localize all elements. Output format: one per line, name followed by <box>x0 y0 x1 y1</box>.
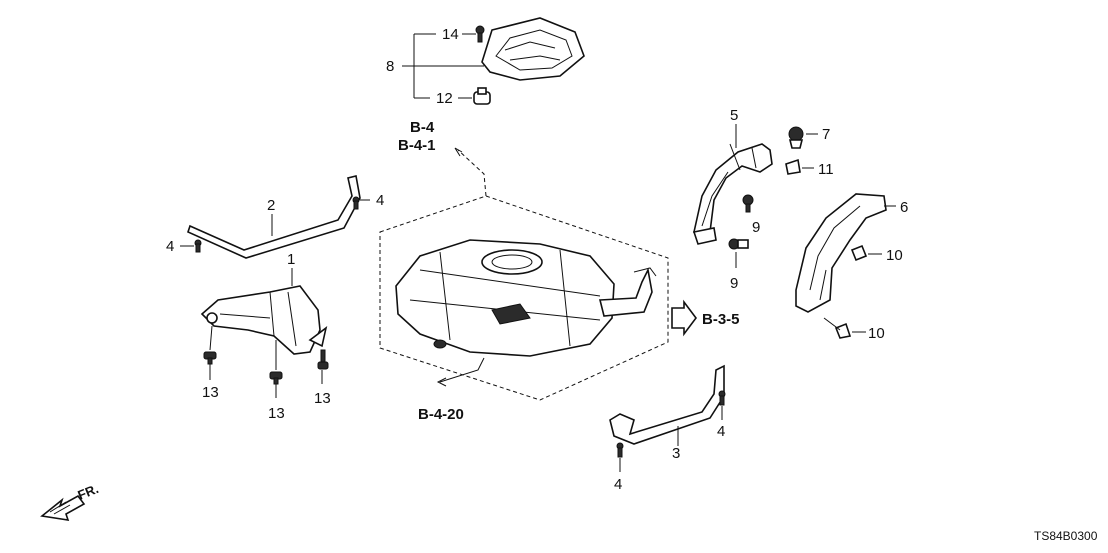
bolt-4-a <box>194 239 202 253</box>
bolt-4-d <box>616 442 624 458</box>
cap-7 <box>788 126 804 149</box>
callout-7: 7 <box>822 126 830 143</box>
callout-6: 6 <box>900 199 908 216</box>
callout-10-b: 10 <box>868 325 885 342</box>
callout-1: 1 <box>287 251 295 268</box>
filler-pipe-part-5 <box>692 143 773 245</box>
tank-boundary-box <box>379 195 669 401</box>
tank-strap-part-2 <box>187 175 361 259</box>
callout-5: 5 <box>730 107 738 124</box>
tank-strap-part-3 <box>609 364 725 445</box>
ref-b-3-5: B-3-5 <box>702 311 740 328</box>
filler-shield-part-6 <box>795 193 887 313</box>
bolt-14 <box>475 25 485 43</box>
callout-9-a: 9 <box>752 219 760 236</box>
clip-11 <box>785 158 801 175</box>
ref-b-4-20: B-4-20 <box>418 406 464 423</box>
bolt-9-b <box>728 238 749 250</box>
ref-b-4: B-4 <box>410 119 435 136</box>
bolt-13-a <box>203 351 217 365</box>
bolt-13-c <box>317 349 329 370</box>
callout-4-a: 4 <box>166 238 174 255</box>
grommet-12 <box>473 87 491 105</box>
fuel-tank <box>395 239 657 357</box>
bolt-13-b <box>269 371 283 385</box>
callout-4-b: 4 <box>376 192 384 209</box>
front-label: FR. <box>76 481 101 503</box>
clip-10-a <box>850 244 868 262</box>
front-arrow-icon <box>40 494 86 521</box>
ref-arrow-b-3-5 <box>671 299 697 337</box>
callout-11: 11 <box>818 161 834 178</box>
callout-10-a: 10 <box>886 247 903 264</box>
callout-12: 12 <box>436 90 453 107</box>
callout-9-b: 9 <box>730 275 738 292</box>
callout-14: 14 <box>442 26 459 43</box>
callout-13-c: 13 <box>314 390 331 407</box>
tank-cover-part-8 <box>481 17 585 81</box>
bolt-4-b <box>352 196 360 210</box>
diagram-code: TS84B0300 <box>1034 529 1098 543</box>
callout-4-c: 4 <box>717 423 725 440</box>
callout-4-d: 4 <box>614 476 622 493</box>
clip-10-b <box>834 322 852 339</box>
heat-shield-part-1 <box>200 285 328 355</box>
bolt-9-a <box>742 194 754 213</box>
callout-8: 8 <box>386 58 394 75</box>
callout-13-a: 13 <box>202 384 219 401</box>
callout-13-b: 13 <box>268 405 285 422</box>
bolt-4-c <box>718 390 726 406</box>
ref-b-4-1: B-4-1 <box>398 137 436 154</box>
callout-3: 3 <box>672 445 680 462</box>
callout-2: 2 <box>267 197 275 214</box>
